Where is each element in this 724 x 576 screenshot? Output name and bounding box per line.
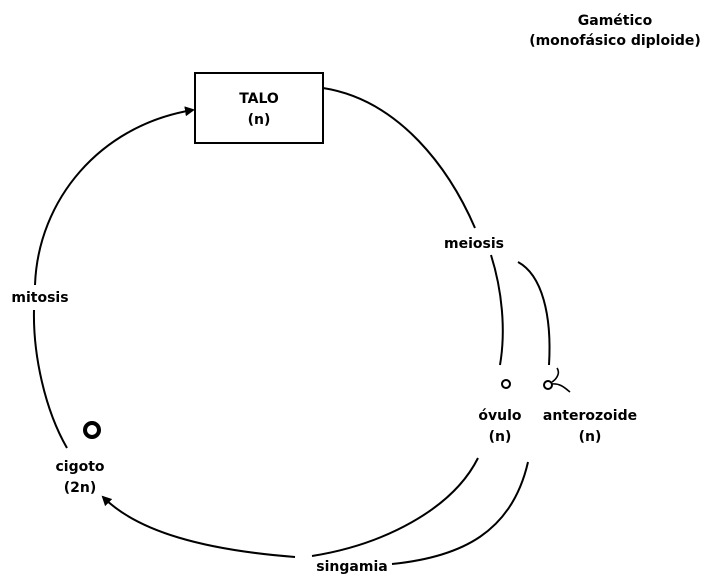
zygote-icon (83, 421, 101, 439)
meiosis-to-ovule-line (490, 254, 504, 366)
antherozoid-icon (543, 367, 571, 393)
singamia-to-cigoto-arrow (101, 495, 296, 558)
antherozoid-ploidy: (n) (579, 429, 602, 445)
thallus-label: TALO (239, 91, 279, 107)
zygote-label: cigoto (55, 459, 104, 475)
thallus-ploidy: (n) (248, 112, 271, 128)
ovule-icon (501, 379, 511, 389)
ovule-to-singamia-curve (311, 457, 479, 557)
ovule-label: óvulo (478, 408, 522, 424)
thallus-to-meiosis-arc (322, 87, 476, 229)
singamia-label: singamia (316, 559, 387, 575)
antherozoid-label: anterozoide (543, 408, 637, 424)
meiosis-label: meiosis (444, 236, 504, 252)
cigoto-to-mitosis-arc (32, 309, 68, 449)
diagram-title-line2: (monofásico diploide) (529, 33, 701, 49)
meiosis-to-antherozoid-line (517, 261, 551, 366)
ovule-ploidy: (n) (489, 429, 512, 445)
antherozoid-to-singamia-curve (391, 461, 529, 565)
mitosis-to-thallus-arrow (34, 106, 195, 286)
mitosis-label: mitosis (11, 290, 68, 306)
diagram-title-line1: Gamético (578, 13, 653, 29)
zygote-ploidy: (2n) (64, 480, 97, 496)
thallus-box (194, 72, 324, 144)
